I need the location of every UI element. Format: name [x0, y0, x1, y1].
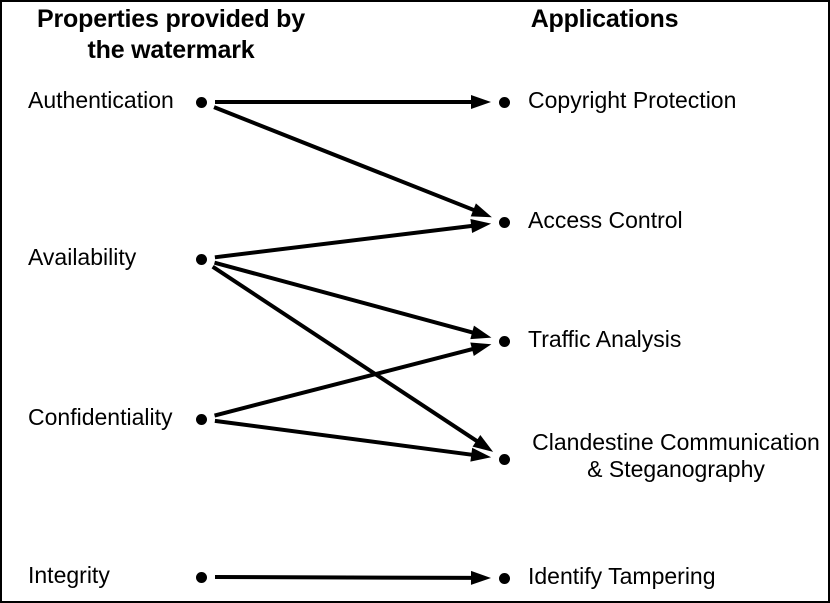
application-dot-identify-tampering — [498, 572, 510, 584]
property-label-availability: Availability — [28, 244, 137, 270]
edge-availability-to-clandestine — [211, 265, 494, 452]
application-dot-traffic-analysis — [498, 335, 510, 347]
edge-shaft — [213, 105, 477, 213]
edge-shaft — [211, 265, 481, 445]
arrowhead-icon — [470, 325, 492, 340]
property-label-authentication: Authentication — [28, 87, 174, 113]
application-label-copyright-protection: Copyright Protection — [528, 87, 737, 113]
application-label-access-control: Access Control — [528, 207, 683, 233]
application-label-clandestine: Clandestine Communication & Steganograph… — [532, 429, 820, 483]
arrowhead-icon — [470, 570, 491, 585]
property-dot-confidentiality — [195, 413, 207, 425]
arrowhead-icon — [471, 95, 491, 109]
edge-confidentiality-to-clandestine — [214, 418, 492, 462]
property-label-confidentiality: Confidentiality — [28, 404, 173, 430]
application-label-identify-tampering: Identify Tampering — [528, 563, 716, 589]
arrowhead-icon — [470, 342, 492, 357]
applications-column-header: Applications — [530, 5, 679, 33]
arrowhead-icon — [472, 434, 494, 452]
property-dot-integrity — [195, 571, 207, 583]
edge-shaft — [214, 575, 475, 580]
edge-authentication-to-copyright-protection — [215, 95, 491, 109]
edge-shaft — [214, 223, 475, 260]
arrowhead-icon — [470, 447, 492, 462]
edge-availability-to-access-control — [214, 219, 492, 260]
application-dot-access-control — [498, 216, 510, 228]
edge-availability-to-traffic-analysis — [213, 260, 492, 340]
edge-authentication-to-access-control — [213, 105, 492, 218]
arrowhead-icon — [470, 203, 492, 218]
edge-confidentiality-to-traffic-analysis — [214, 342, 492, 418]
edge-shaft — [214, 418, 475, 458]
edge-shaft — [213, 260, 476, 336]
application-dot-clandestine — [498, 453, 510, 465]
arrowhead-icon — [470, 219, 492, 233]
edge-shaft — [214, 346, 476, 418]
property-dot-availability — [195, 253, 207, 265]
application-dot-copyright-protection — [498, 96, 510, 108]
property-dot-authentication — [195, 96, 207, 108]
edge-integrity-to-identify-tampering — [214, 570, 491, 585]
property-label-integrity: Integrity — [28, 562, 110, 588]
application-label-traffic-analysis: Traffic Analysis — [528, 326, 682, 352]
properties-column-header: Properties provided by the watermark — [37, 5, 305, 64]
